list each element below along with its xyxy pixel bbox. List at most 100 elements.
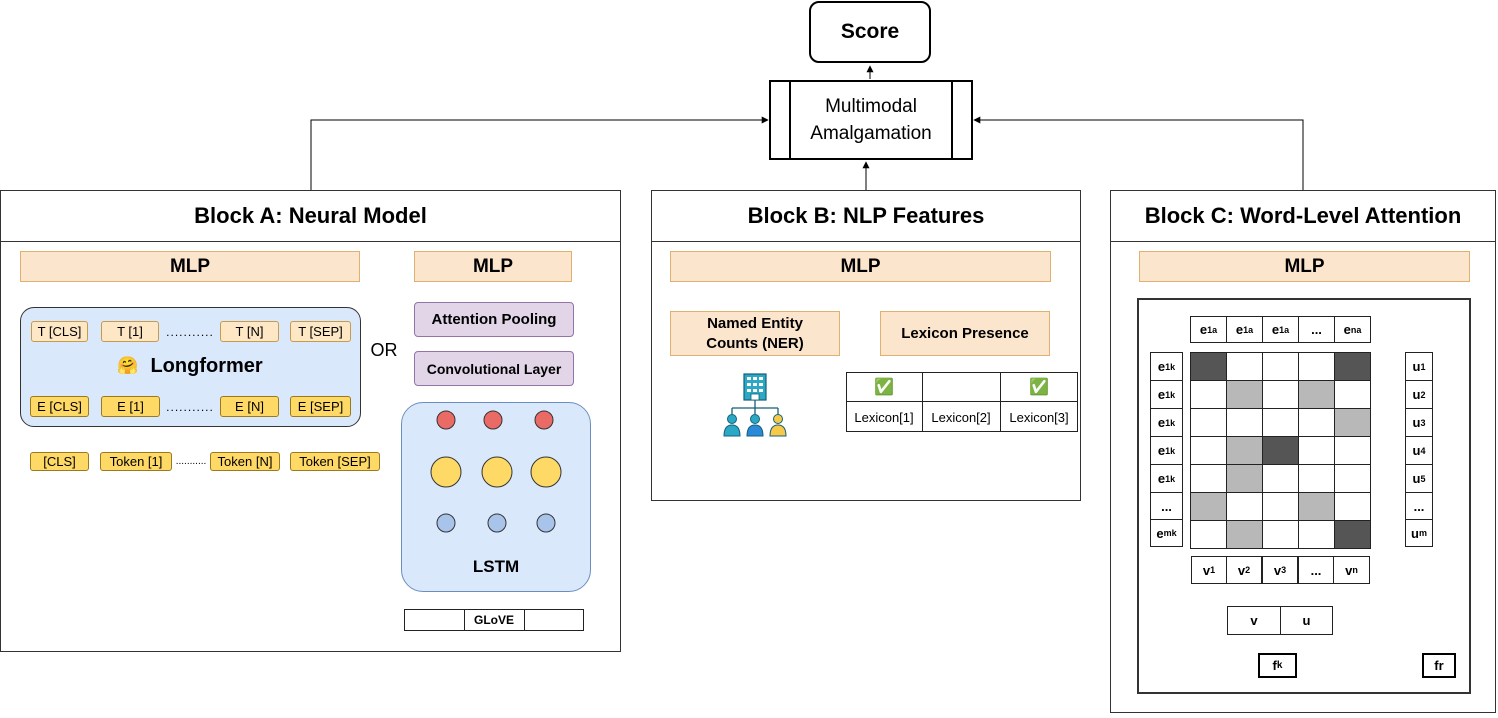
block-b-mlp: MLP xyxy=(670,251,1051,282)
e-token-cls: E [CLS] xyxy=(30,396,89,417)
top-label-1-sub: 1 xyxy=(1243,324,1249,335)
matrix-cell xyxy=(1298,464,1335,493)
glove-label: GLoVE xyxy=(473,613,514,627)
right-label-6-base: u xyxy=(1411,525,1419,541)
matrix-cell xyxy=(1334,520,1371,549)
e-token-ellipsis: ........... xyxy=(166,399,214,414)
lexicon-3-label: Lexicon[3] xyxy=(1009,409,1069,425)
matrix-cell xyxy=(1190,380,1227,409)
left-label-0-sup: k xyxy=(1170,361,1176,372)
ner-line-1: Named Entity xyxy=(707,314,803,332)
matrix-cell xyxy=(1226,352,1263,381)
lexicon-1-label: Lexicon[1] xyxy=(854,409,914,425)
bottom-label-2-base: v xyxy=(1273,562,1282,578)
bottom-label-1-base: v xyxy=(1237,562,1246,578)
glove-row xyxy=(404,609,584,631)
fk-base: f xyxy=(1272,658,1277,673)
left-label-6-sup: k xyxy=(1171,528,1177,538)
top-label-1-base: e xyxy=(1235,322,1244,337)
right-label-3-sub: 4 xyxy=(1420,445,1426,456)
matrix-cell xyxy=(1298,520,1335,549)
block-c-title: Block C: Word-Level Attention xyxy=(1144,203,1462,228)
top-label-3-base: ... xyxy=(1311,322,1322,337)
block-b-title: Block B: NLP Features xyxy=(747,203,985,228)
u-vector-cell: u xyxy=(1280,606,1333,635)
matrix-cell xyxy=(1298,408,1335,437)
arrow-blockA-to-amalgamation xyxy=(310,116,769,190)
lexicon-presence-box: Lexicon Presence xyxy=(880,311,1050,356)
matrix-cell xyxy=(1334,492,1371,521)
matrix-cell xyxy=(1190,352,1227,381)
right-label-4-base: u xyxy=(1412,471,1421,486)
bottom-label-4-sub: n xyxy=(1352,565,1358,575)
left-label-3-base: e xyxy=(1157,443,1166,458)
left-label-5-base: ... xyxy=(1161,499,1172,514)
top-label-0-base: e xyxy=(1199,322,1208,337)
arrow-blockC-to-amalgamation xyxy=(973,116,1304,190)
matrix-cell xyxy=(1226,436,1263,465)
input-token-1: Token [1] xyxy=(100,452,172,471)
left-label-6-sub: m xyxy=(1163,528,1172,538)
bottom-label-3: ... xyxy=(1298,556,1334,584)
convolutional-layer-box: Convolutional Layer xyxy=(414,351,574,386)
amalgamation-box: Multimodal Amalgamation xyxy=(769,80,973,160)
left-label-6-base: e xyxy=(1156,525,1164,541)
left-label-4-base: e xyxy=(1157,471,1166,486)
lexicon-3-check-icon: ✅ xyxy=(1029,378,1049,396)
org-chart-icon xyxy=(723,373,787,437)
e-token-sep: E [SEP] xyxy=(290,396,351,417)
left-label-2-base: e xyxy=(1157,415,1166,430)
matrix-cell xyxy=(1262,436,1299,465)
ner-box: Named Entity Counts (NER) xyxy=(670,311,840,356)
matrix-cell xyxy=(1298,380,1335,409)
fr-box: fr xyxy=(1422,653,1456,678)
right-label-2-base: u xyxy=(1412,415,1421,430)
attention-pooling-box: Attention Pooling xyxy=(414,302,574,337)
input-token-ellipsis: ........... xyxy=(175,456,207,467)
left-label-4-sup: k xyxy=(1170,473,1176,484)
top-label-0-sup: a xyxy=(1212,324,1218,335)
longformer-text: Longformer xyxy=(150,354,263,377)
top-label-2-sup: a xyxy=(1284,324,1290,335)
bottom-label-0-base: v xyxy=(1202,562,1211,578)
top-label-4-sub: n xyxy=(1350,324,1357,335)
left-label-2-sub: 1 xyxy=(1165,417,1171,428)
matrix-cell xyxy=(1190,492,1227,521)
top-label-0-sub: 1 xyxy=(1207,324,1213,335)
block-a-title: Block A: Neural Model xyxy=(194,203,427,228)
input-token-cls: [CLS] xyxy=(30,452,89,471)
score-label: Score xyxy=(840,20,900,43)
input-token-sep: Token [SEP] xyxy=(290,452,380,471)
top-label-2-base: e xyxy=(1271,322,1280,337)
matrix-cell xyxy=(1226,408,1263,437)
top-label-4-sup: a xyxy=(1356,324,1362,335)
left-label-1-base: e xyxy=(1157,387,1166,402)
ner-line-2: Counts (NER) xyxy=(706,334,804,352)
matrix-cell xyxy=(1190,520,1227,549)
left-label-2-sup: k xyxy=(1170,417,1176,428)
right-label-2-sub: 3 xyxy=(1420,417,1426,428)
left-label-4-sub: 1 xyxy=(1165,473,1171,484)
matrix-cell xyxy=(1334,436,1371,465)
matrix-cell xyxy=(1334,380,1371,409)
longformer-label: 🤗 Longformer xyxy=(100,352,280,380)
right-label-4-sub: 5 xyxy=(1420,473,1426,484)
matrix-cell xyxy=(1226,520,1263,549)
t-token-ellipsis: ........... xyxy=(166,324,214,339)
right-label-5: ... xyxy=(1405,492,1433,521)
matrix-cell xyxy=(1298,352,1335,381)
t-token-cls: T [CLS] xyxy=(31,321,88,342)
right-label-6-sub: m xyxy=(1418,528,1427,538)
bottom-label-2-sub: 3 xyxy=(1281,565,1287,575)
right-label-5-base: ... xyxy=(1413,499,1425,514)
t-token-1: T [1] xyxy=(101,321,159,342)
left-label-0-sub: 1 xyxy=(1165,361,1171,372)
